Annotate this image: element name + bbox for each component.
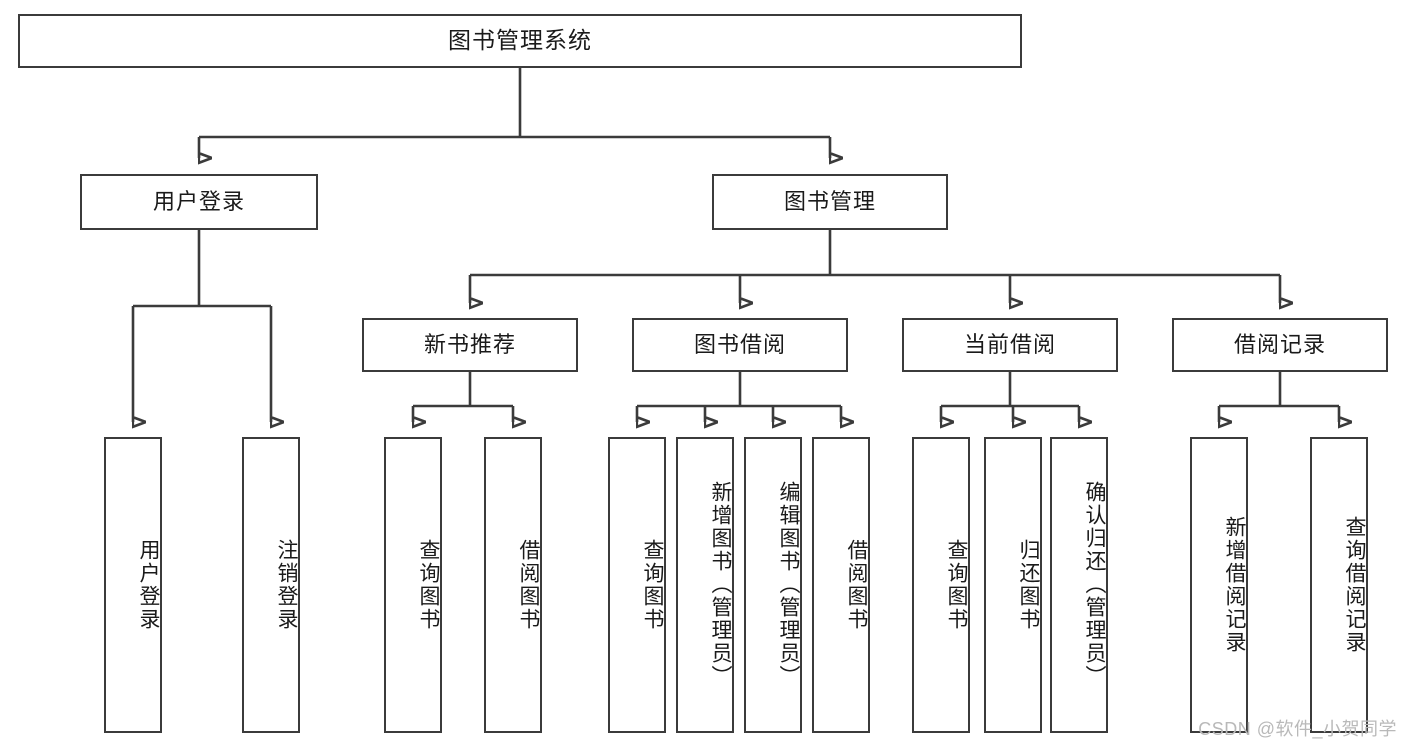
leaf-user-login[interactable]: 用户登录 [104,437,162,733]
node-new-book-recommend[interactable]: 新书推荐 [362,318,578,372]
leaf-user-logout[interactable]: 注销登录 [242,437,300,733]
leaf-query-book-1-label: 查询图书 [417,539,440,631]
node-borrow-record[interactable]: 借阅记录 [1172,318,1388,372]
node-root[interactable]: 图书管理系统 [18,14,1022,68]
leaf-borrow-book-2[interactable]: 借阅图书 [812,437,870,733]
node-new-book-recommend-label: 新书推荐 [423,331,516,357]
leaf-add-book[interactable]: 新增图书（管理员） [676,437,734,733]
leaf-user-logout-label: 注销登录 [275,539,298,631]
node-book-manage-label: 图书管理 [783,188,876,214]
node-root-label: 图书管理系统 [448,27,592,54]
leaf-add-book-label: 新增图书（管理员） [709,480,732,688]
node-current-borrow-label: 当前借阅 [963,331,1056,357]
leaf-query-record[interactable]: 查询借阅记录 [1310,437,1368,733]
leaf-query-record-label: 查询借阅记录 [1343,516,1366,654]
node-user-login[interactable]: 用户登录 [80,174,318,230]
leaf-confirm-return[interactable]: 确认归还（管理员） [1050,437,1108,733]
leaf-borrow-book-1[interactable]: 借阅图书 [484,437,542,733]
leaf-edit-book-label: 编辑图书（管理员） [777,480,800,688]
leaf-borrow-book-1-label: 借阅图书 [517,539,540,631]
csdn-watermark: CSDN @软件_小贺同学 [1198,719,1397,739]
node-user-login-label: 用户登录 [152,188,245,214]
leaf-query-book-3-label: 查询图书 [945,539,968,631]
leaf-edit-book[interactable]: 编辑图书（管理员） [744,437,802,733]
leaf-add-record-label: 新增借阅记录 [1223,516,1246,654]
leaf-borrow-book-2-label: 借阅图书 [845,539,868,631]
leaf-query-book-3[interactable]: 查询图书 [912,437,970,733]
node-current-borrow[interactable]: 当前借阅 [902,318,1118,372]
node-book-manage[interactable]: 图书管理 [712,174,948,230]
leaf-query-book-2[interactable]: 查询图书 [608,437,666,733]
node-book-borrow[interactable]: 图书借阅 [632,318,848,372]
leaf-query-book-2-label: 查询图书 [641,539,664,631]
leaf-return-book-label: 归还图书 [1017,539,1040,631]
leaf-user-login-label: 用户登录 [137,539,160,631]
leaf-query-book-1[interactable]: 查询图书 [384,437,442,733]
node-book-borrow-label: 图书借阅 [693,331,786,357]
leaf-add-record[interactable]: 新增借阅记录 [1190,437,1248,733]
node-borrow-record-label: 借阅记录 [1233,331,1326,357]
leaf-return-book[interactable]: 归还图书 [984,437,1042,733]
leaf-confirm-return-label: 确认归还（管理员） [1083,480,1106,688]
